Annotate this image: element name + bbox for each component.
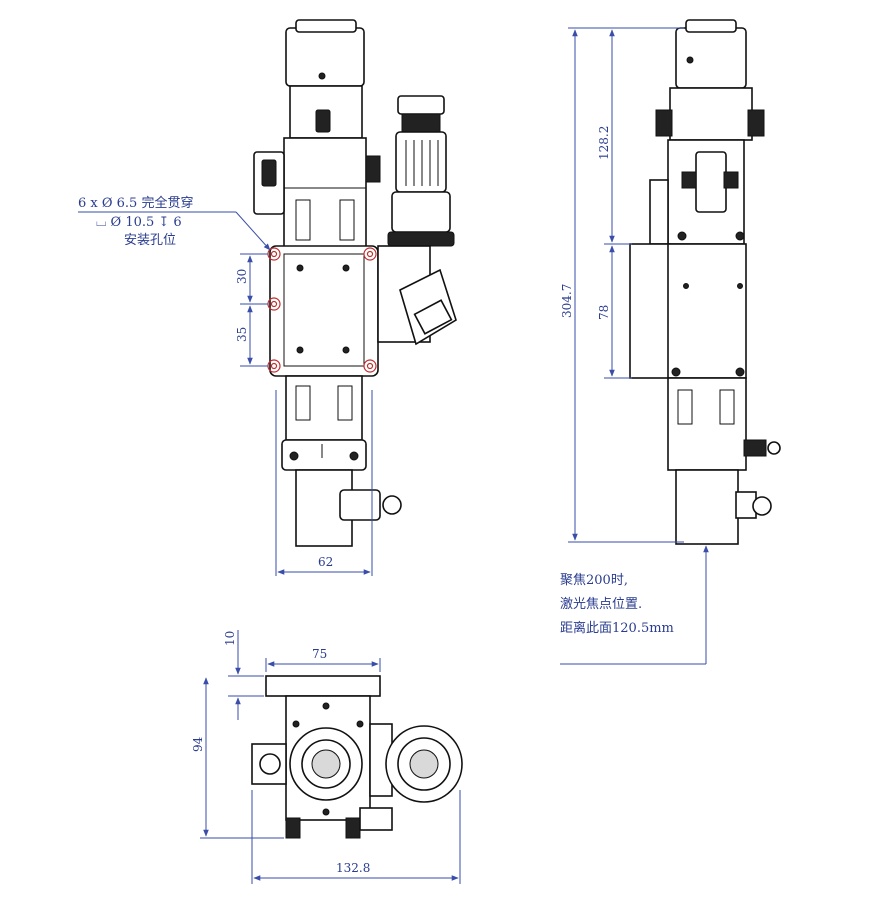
- dim-hole-spacing-top: 30: [235, 269, 249, 284]
- front-dimensions: 62 30 35 6 x Ø 6.5 完全贯穿 ⌴ Ø 10.5 ↧ 6 安装孔…: [78, 195, 373, 576]
- hole-note-line1: 6 x Ø 6.5 完全贯穿: [78, 195, 193, 211]
- dim-top-overall-width: 132.8: [336, 861, 370, 875]
- dim-front-width: 62: [318, 555, 333, 569]
- side-dimensions: 304.7 128.2 78 聚焦200时, 激光焦点位置. 距离此面120.5…: [560, 27, 709, 665]
- dim-hole-spacing-bottom: 35: [235, 327, 249, 342]
- focus-note-line3: 距离此面120.5mm: [560, 620, 674, 636]
- dim-side-overall-height: 304.7: [560, 284, 574, 318]
- front-view: [253, 19, 457, 547]
- focus-note-line1: 聚焦200时,: [560, 573, 628, 588]
- side-view: [629, 19, 781, 545]
- dim-top-depth: 94: [191, 736, 205, 752]
- dim-top-plate-thickness: 10: [223, 631, 237, 646]
- dim-top-plate-width: 75: [312, 647, 327, 661]
- focus-note-line2: 激光焦点位置.: [560, 597, 642, 612]
- dim-side-upper-height: 128.2: [597, 126, 611, 160]
- hole-note-line3: 安装孔位: [124, 233, 176, 248]
- top-view: [251, 675, 463, 839]
- camera-module: [377, 95, 457, 346]
- top-dimensions: 75 10 94 132.8: [191, 630, 461, 884]
- hole-note-line2: ⌴ Ø 10.5 ↧ 6: [96, 215, 182, 230]
- dim-side-window-height: 78: [597, 305, 611, 320]
- mounting-holes: [267, 247, 377, 373]
